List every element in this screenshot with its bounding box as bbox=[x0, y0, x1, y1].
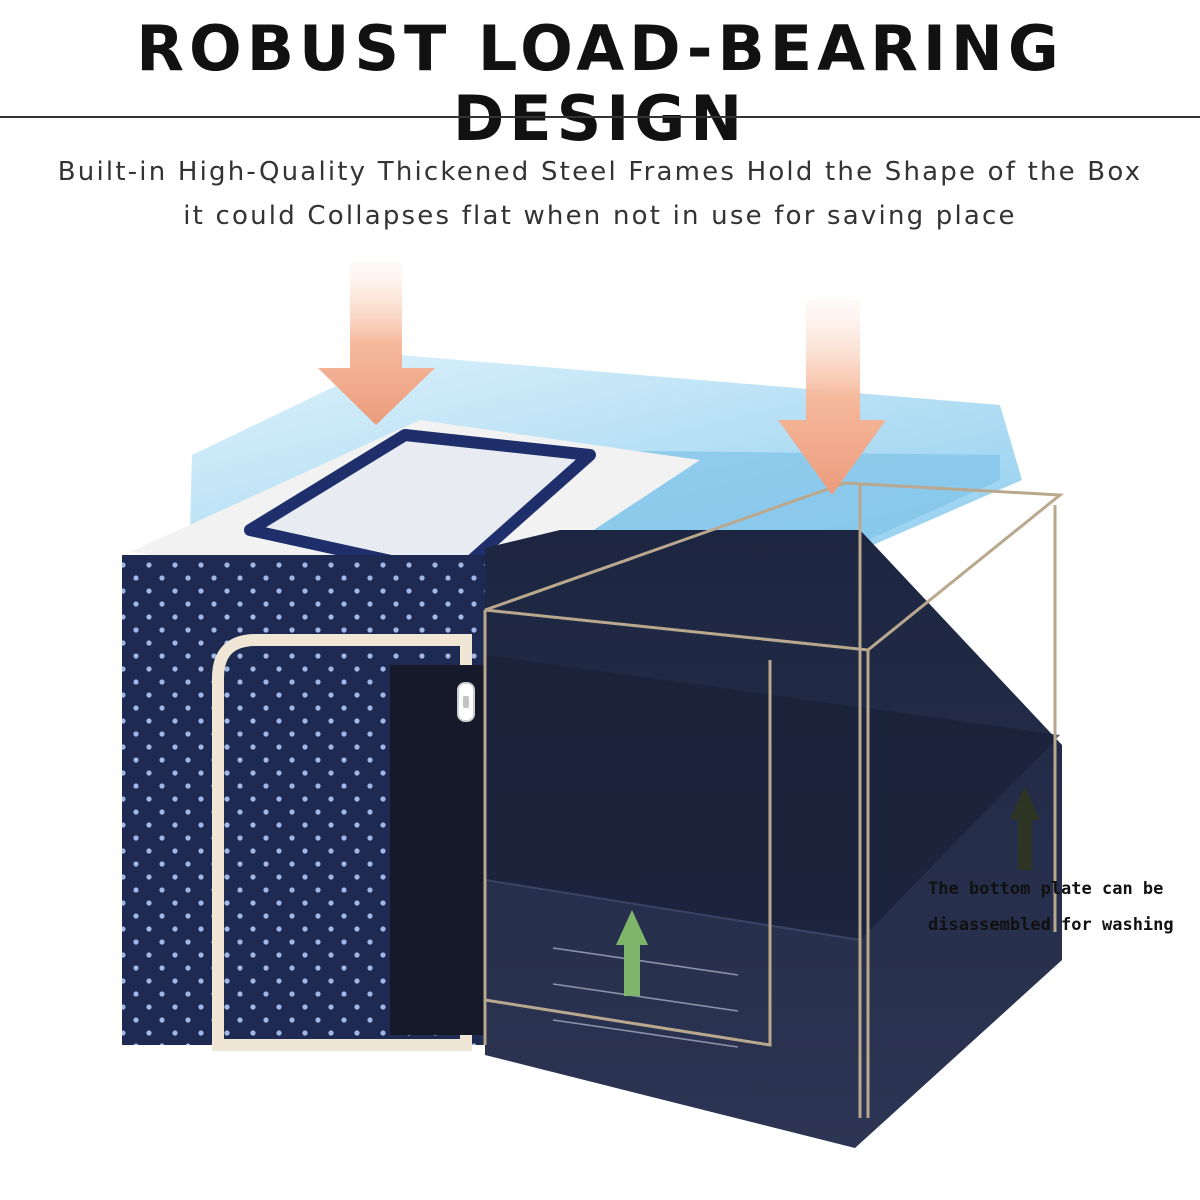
subtitle-line-2: it could Collapses flat when not in use … bbox=[183, 201, 1017, 231]
annotation-line-2: disassembled for washing bbox=[928, 915, 1174, 935]
divider bbox=[0, 116, 1200, 118]
headline: ROBUST LOAD-BEARING DESIGN bbox=[136, 12, 1064, 155]
fabric-box-section bbox=[122, 420, 700, 1051]
zipper-pull-icon bbox=[457, 682, 475, 722]
annotation-line-1: The bottom plate can be bbox=[928, 879, 1164, 899]
lift-up-arrow-icon bbox=[1010, 786, 1040, 870]
steel-frame bbox=[483, 481, 1064, 1118]
press-down-arrow-icon bbox=[778, 300, 886, 495]
removable-bottom-plate bbox=[484, 530, 1062, 1148]
press-down-arrow-icon bbox=[318, 262, 435, 425]
lift-up-arrow-icon bbox=[616, 910, 648, 996]
subtitle-line-1: Built-in High-Quality Thickened Steel Fr… bbox=[57, 157, 1143, 187]
